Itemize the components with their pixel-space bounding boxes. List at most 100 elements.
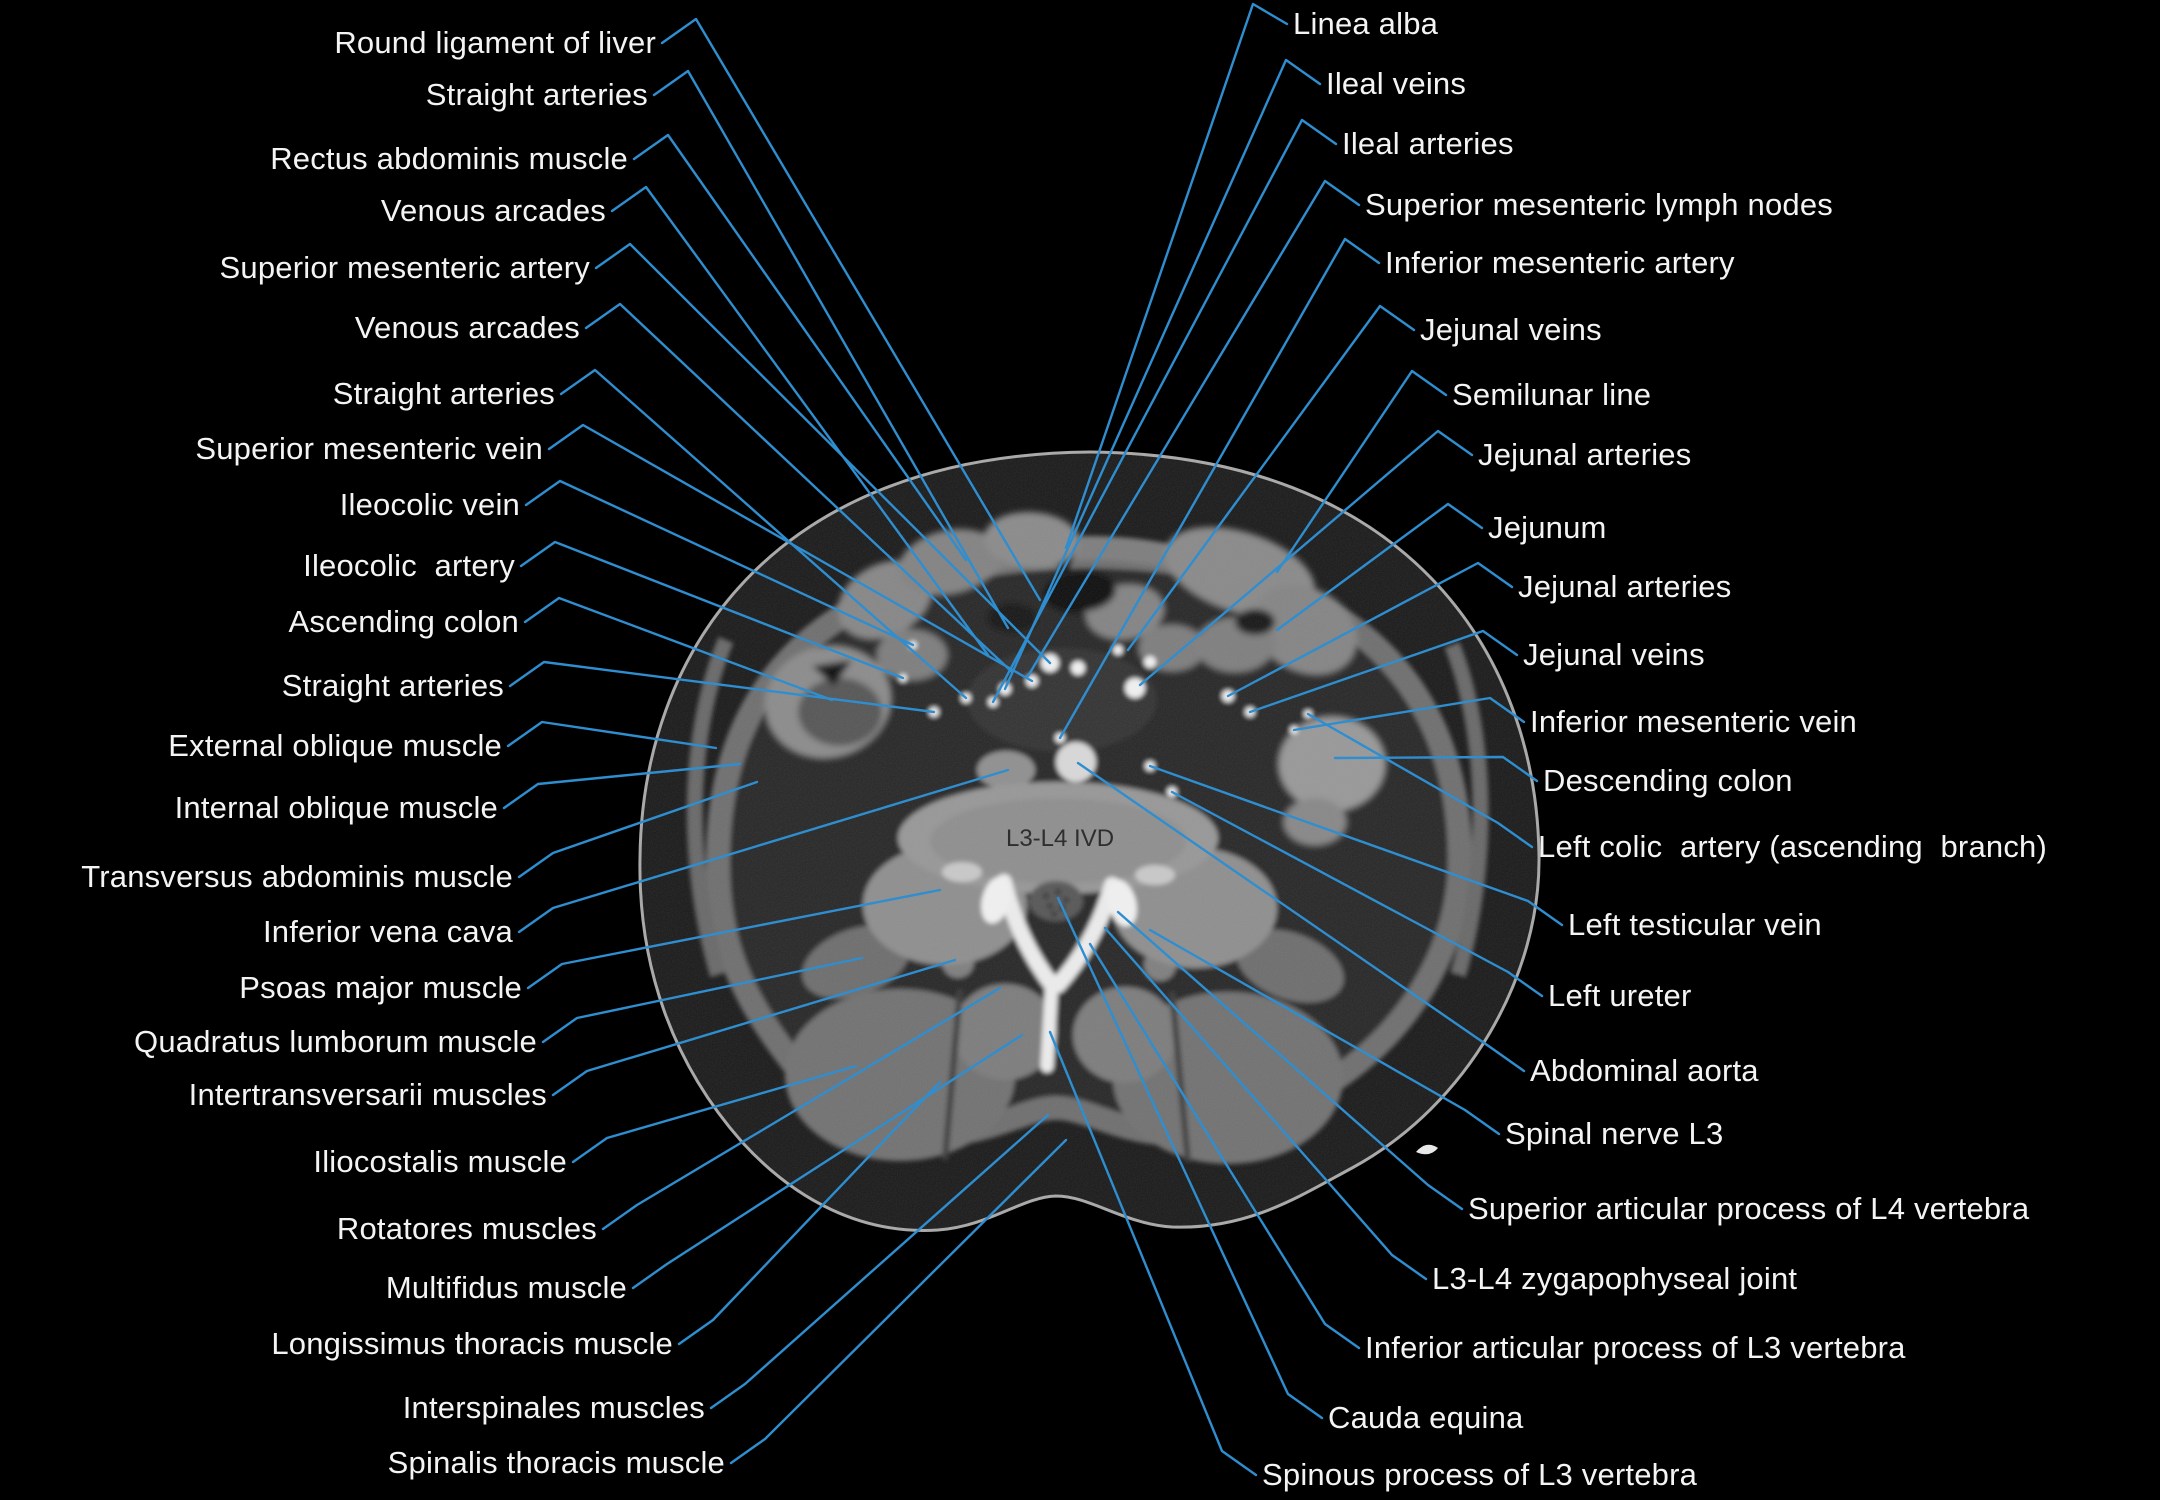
leader-line: [1064, 2, 1289, 550]
anatomy-label: Rotatores muscles: [336, 1211, 597, 1246]
anatomy-label: Superior mesenteric vein: [195, 431, 543, 466]
leader-line: [1306, 712, 1534, 849]
leader-line: [660, 17, 1042, 602]
leader-line: [1076, 761, 1526, 1073]
anatomy-label: Left ureter: [1548, 978, 1692, 1013]
leader-line: [1126, 304, 1416, 652]
leader-line: [1275, 369, 1448, 574]
anatomy-label: Left testicular vein: [1568, 907, 1822, 942]
leader-line: [551, 958, 957, 1097]
leader-line: [517, 780, 759, 879]
leader-line: [1275, 502, 1484, 632]
anatomy-label: Jejunal veins: [1420, 312, 1602, 347]
anatomy-label: Cauda equina: [1328, 1400, 1524, 1435]
leader-line: [1148, 928, 1501, 1136]
leader-lines: [502, 2, 1564, 1477]
anatomy-label: Ileal arteries: [1342, 126, 1514, 161]
leader-line: [652, 69, 1010, 630]
leader-line: [1333, 755, 1539, 783]
leader-line: [677, 1080, 942, 1346]
leader-line: [526, 888, 942, 990]
anatomy-label: Semilunar line: [1452, 377, 1652, 412]
leader-line: [1058, 237, 1381, 740]
leader-line: [1026, 179, 1361, 678]
anatomy-label: Descending colon: [1543, 763, 1793, 798]
anatomy-label: Transversus abdominis muscle: [81, 859, 513, 894]
leader-line: [1248, 629, 1519, 714]
anatomy-label: Inferior vena cava: [262, 914, 513, 949]
disc-level-label: L3-L4 IVD: [1006, 825, 1114, 852]
leader-line: [631, 1033, 1024, 1290]
anatomy-label: Linea alba: [1293, 6, 1439, 41]
leader-line: [517, 768, 1010, 934]
leader-line: [508, 660, 936, 714]
anatomy-label: L3-L4 zygapophyseal joint: [1432, 1261, 1798, 1296]
leader-line: [709, 1113, 1050, 1410]
anatomy-label: Jejunum: [1488, 510, 1607, 545]
anatomy-label: Ascending colon: [288, 604, 519, 639]
leader-line: [1148, 764, 1564, 927]
anatomy-label: External oblique muscle: [168, 728, 502, 763]
anatomy-label: Jejunal arteries: [1518, 569, 1732, 604]
leader-line: [991, 118, 1338, 704]
leader-line: [541, 956, 864, 1044]
anatomy-label: Ileocolic artery: [303, 548, 515, 583]
anatomy-label: Internal oblique muscle: [174, 790, 498, 825]
anatomy-label: Inferior mesenteric vein: [1530, 704, 1857, 739]
leader-line: [584, 302, 1014, 674]
leader-line: [524, 479, 915, 647]
ct-axial-image: L3-L4 IVD: [638, 450, 1541, 1232]
anatomy-label: Spinalis thoracis muscle: [387, 1445, 725, 1480]
leader-line: [601, 986, 1002, 1231]
leader-line: [1138, 429, 1474, 687]
anatomy-label: Spinal nerve L3: [1505, 1116, 1724, 1151]
anatomy-label: Ileocolic vein: [339, 487, 520, 522]
leader-line: [1056, 896, 1324, 1420]
anatomy-label: Intertransversarii muscles: [188, 1077, 547, 1112]
leader-line: [1292, 696, 1526, 732]
leader-line: [1116, 910, 1464, 1211]
leader-line: [1103, 926, 1428, 1281]
anatomy-label: Superior mesenteric lymph nodes: [1365, 187, 1833, 222]
anatomy-label: Venous arcades: [380, 193, 606, 228]
leader-line: [506, 720, 718, 750]
anatomy-label: Straight arteries: [332, 376, 555, 411]
anatomy-label: Inferior mesenteric artery: [1385, 245, 1735, 280]
leader-line: [559, 368, 968, 700]
leader-line: [1003, 58, 1322, 691]
anatomy-label: Rectus abdominis muscle: [270, 141, 628, 176]
anatomy-label: Superior mesenteric artery: [219, 250, 590, 285]
leader-line: [1088, 942, 1361, 1350]
anatomy-label: Inferior articular process of L3 vertebr…: [1365, 1330, 1906, 1365]
anatomy-label: Ileal veins: [1326, 66, 1467, 101]
anatomy-label: Longissimus thoracis muscle: [271, 1326, 673, 1361]
leader-line: [502, 762, 742, 810]
ct-noise-overlay: [639, 452, 1540, 1231]
anatomy-label: Psoas major muscle: [239, 970, 522, 1005]
leader-line: [571, 1064, 858, 1164]
anatomy-label: Venous arcades: [354, 310, 580, 345]
leader-line: [729, 1138, 1068, 1465]
anatomy-label: Iliocostalis muscle: [313, 1144, 567, 1179]
anatomy-label: Multifidus muscle: [385, 1270, 627, 1305]
anatomy-label: Abdominal aorta: [1530, 1053, 1759, 1088]
leader-line: [523, 596, 834, 702]
anatomy-label: Straight arteries: [425, 77, 648, 112]
anatomy-label: Left colic artery (ascending branch): [1538, 829, 2048, 864]
anatomy-label: Jejunal arteries: [1478, 437, 1692, 472]
leader-line: [1048, 1030, 1258, 1477]
leader-line: [1170, 790, 1544, 998]
anatomy-label: Jejunal veins: [1523, 637, 1705, 672]
anatomy-label: Spinous process of L3 vertebra: [1262, 1457, 1698, 1492]
cursor-artifact: [1416, 1144, 1438, 1155]
leader-line: [519, 540, 905, 680]
anatomy-label: Quadratus lumborum muscle: [134, 1024, 537, 1059]
leader-line: [1226, 561, 1514, 698]
anatomy-label: Straight arteries: [281, 668, 504, 703]
leader-line: [594, 242, 1052, 665]
anatomy-label: Interspinales muscles: [402, 1390, 705, 1425]
leader-line: [632, 133, 968, 562]
anatomy-label: Superior articular process of L4 vertebr…: [1468, 1191, 2030, 1226]
